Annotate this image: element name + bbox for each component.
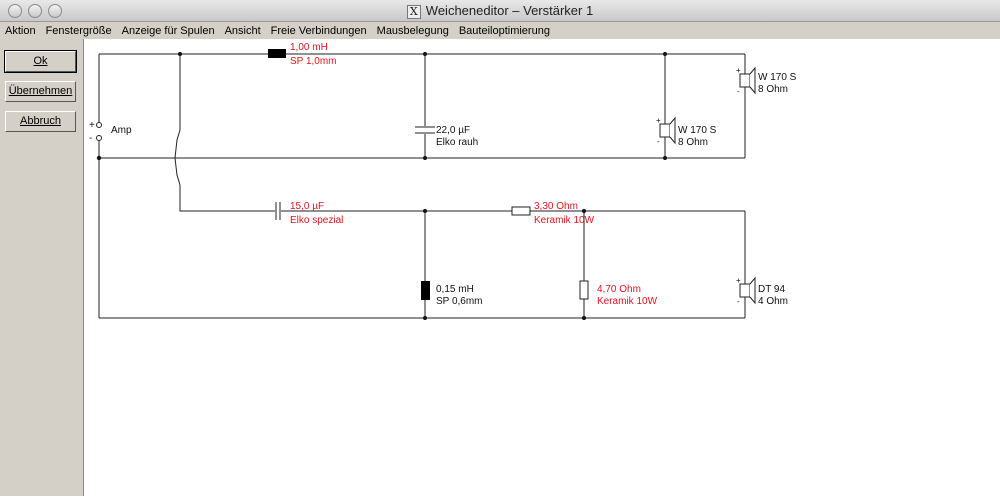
spk3-name: DT 94 [758, 284, 785, 295]
minimize-window-button[interactable] [28, 4, 42, 18]
menu-bauteiloptimierung[interactable]: Bauteiloptimierung [458, 24, 550, 37]
amp-minus-label: - [89, 133, 92, 144]
svg-text:-: - [737, 297, 740, 306]
svg-text:+: + [656, 116, 661, 125]
circuit-diagram[interactable]: + - Amp 1,00 mH SP 1,0mm 22,0 µF Elko ra… [84, 39, 1000, 496]
c2-value: 15,0 µF [290, 201, 324, 212]
r1-value: 3,30 Ohm [534, 201, 578, 212]
apply-button[interactable]: Übernehmen [5, 81, 76, 102]
inductor-l2[interactable]: 0,15 mH SP 0,6mm [421, 281, 483, 307]
button-panel: Ok Übernehmen Abbruch [0, 39, 84, 496]
spk1-imp: 8 Ohm [758, 84, 788, 95]
inductor-l1[interactable]: 1,00 mH SP 1,0mm [268, 42, 337, 67]
svg-text:-: - [737, 87, 740, 96]
x11-icon: X [406, 5, 421, 19]
capacitor-c1[interactable]: 22,0 µF Elko rauh [415, 125, 478, 148]
menu-freie-verbindungen[interactable]: Freie Verbindungen [270, 24, 367, 37]
ok-button[interactable]: Ok [4, 50, 77, 73]
r1-type: Keramik 10W [534, 215, 595, 226]
amp-terminals[interactable]: + - Amp [89, 120, 132, 144]
l1-type: SP 1,0mm [290, 56, 337, 67]
l1-value: 1,00 mH [290, 42, 328, 53]
r2-value: 4,70 Ohm [597, 284, 641, 295]
menu-bar: Aktion Fenstergröße Anzeige für Spulen A… [0, 22, 1000, 39]
spk3-imp: 4 Ohm [758, 296, 788, 307]
menu-ansicht[interactable]: Ansicht [224, 24, 261, 37]
wires [98, 53, 746, 319]
l2-value: 0,15 mH [436, 284, 474, 295]
circuit-canvas[interactable]: + - Amp 1,00 mH SP 1,0mm 22,0 µF Elko ra… [84, 39, 1000, 496]
cancel-button[interactable]: Abbruch [5, 111, 76, 132]
junctions [96, 52, 667, 320]
menu-aktion[interactable]: Aktion [5, 24, 36, 37]
spk2-name: W 170 S [678, 125, 717, 136]
speaker-dt94[interactable]: + - DT 94 4 Ohm [736, 276, 788, 307]
amp-label: Amp [111, 125, 132, 136]
speaker-w170s-2[interactable]: + - W 170 S 8 Ohm [656, 116, 717, 148]
r2-type: Keramik 10W [597, 296, 658, 307]
svg-text:-: - [657, 137, 660, 146]
zoom-window-button[interactable] [48, 4, 62, 18]
spk2-imp: 8 Ohm [678, 137, 708, 148]
c2-type: Elko spezial [290, 215, 343, 226]
menu-fenstergroesse[interactable]: Fenstergröße [45, 24, 112, 37]
c1-value: 22,0 µF [436, 125, 470, 136]
resistor-r2[interactable]: 4,70 Ohm Keramik 10W [579, 280, 658, 307]
c1-type: Elko rauh [436, 137, 478, 148]
resistor-r1[interactable]: 3,30 Ohm Keramik 10W [511, 201, 595, 226]
menu-mausbelegung[interactable]: Mausbelegung [376, 24, 449, 37]
close-window-button[interactable] [8, 4, 22, 18]
capacitor-c2[interactable]: 15,0 µF Elko spezial [275, 201, 343, 226]
speaker-w170s-1[interactable]: + - W 170 S 8 Ohm [736, 66, 797, 96]
svg-text:+: + [736, 276, 741, 285]
svg-text:+: + [736, 66, 741, 75]
menu-anzeige-spulen[interactable]: Anzeige für Spulen [121, 24, 215, 37]
spk1-name: W 170 S [758, 72, 797, 83]
l2-type: SP 0,6mm [436, 296, 483, 307]
amp-plus-label: + [89, 120, 95, 131]
